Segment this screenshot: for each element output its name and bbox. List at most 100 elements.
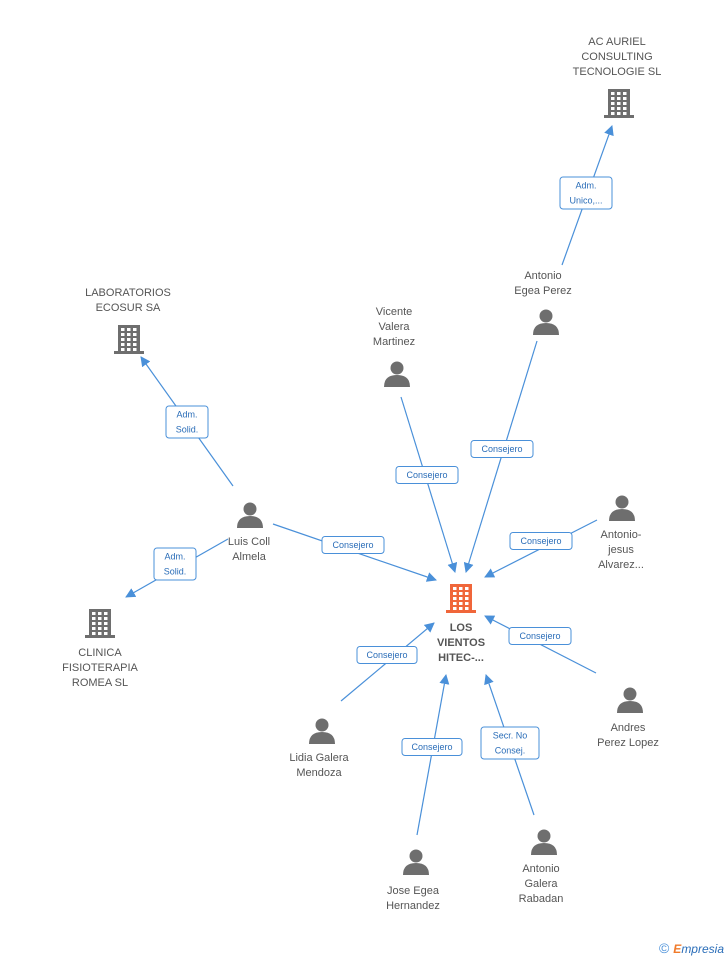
edge-vicente-to-los_vientos[interactable]: Consejero	[395, 396, 459, 573]
building-window	[453, 597, 457, 600]
node-label-line: Egea Perez	[514, 285, 571, 297]
building-window	[459, 602, 463, 605]
edge-label-text: Adm.	[176, 410, 197, 420]
copyright-icon: ©	[658, 940, 670, 956]
building-icon	[85, 609, 115, 638]
edge-label-box[interactable]	[559, 176, 613, 210]
node-label-line: LABORATORIOS	[85, 287, 171, 299]
building-window	[617, 112, 621, 115]
edge-antonio_egea-to-ac_auriel[interactable]: Adm. Unico,...	[559, 125, 614, 266]
building-window	[617, 102, 621, 105]
node-label-line: CLINICA	[78, 647, 122, 659]
edge-antonio_jesus-to-los_vientos[interactable]: Consejero	[484, 519, 598, 578]
person-body	[617, 701, 643, 713]
building-window	[623, 92, 627, 95]
edge-label-text: Solid.	[176, 425, 199, 435]
building-window	[98, 612, 102, 615]
edge-label-box[interactable]	[509, 532, 573, 550]
edge-label-text: Adm.	[575, 181, 596, 191]
person-icon	[237, 502, 263, 528]
edge-antonio_galera-to-los_vientos[interactable]: Secr. No Consej.	[480, 674, 540, 816]
node-label-line: Martinez	[373, 336, 415, 348]
building-window	[133, 338, 137, 341]
building-window	[453, 607, 457, 610]
edge-label-box[interactable]	[401, 738, 463, 756]
building-window	[611, 112, 615, 115]
person-body	[384, 375, 410, 387]
edge-label-box[interactable]	[356, 646, 418, 664]
building-window	[459, 592, 463, 595]
node-label-line: Valera	[379, 321, 411, 333]
building-window	[92, 617, 96, 620]
building-icon	[604, 89, 634, 118]
edge-label-box[interactable]	[480, 726, 540, 760]
node-label-line: LOS	[450, 622, 473, 634]
building-window	[104, 617, 108, 620]
person-head	[539, 309, 553, 323]
brand-name: mpresia	[681, 942, 724, 956]
empresia-watermark[interactable]: ©Empresia	[659, 940, 724, 956]
edge-label-text: Secr. No	[493, 731, 528, 741]
edge-luis_coll-to-los_vientos[interactable]: Consejero	[272, 523, 437, 582]
person-icon	[533, 309, 559, 335]
node-label-line: Hernandez	[386, 900, 440, 912]
node-label-line: Antonio	[522, 863, 559, 875]
edge-label-box[interactable]	[395, 466, 459, 484]
building-window	[98, 632, 102, 635]
building-window	[459, 607, 463, 610]
edge-lidia-to-los_vientos[interactable]: Consejero	[340, 622, 435, 702]
building-window	[104, 622, 108, 625]
edge-label-box[interactable]	[470, 440, 534, 458]
edge-jose_egea-to-los_vientos[interactable]: Consejero	[401, 674, 463, 836]
edge-antonio_egea-to-los_vientos[interactable]: Consejero	[463, 340, 538, 573]
node-label-line: Perez Lopez	[597, 737, 659, 749]
building-icon	[114, 325, 144, 354]
edge-label-text: Consej.	[495, 746, 526, 756]
edge-label-box[interactable]	[321, 536, 385, 554]
person-icon	[609, 495, 635, 521]
building-window	[611, 92, 615, 95]
person-head	[623, 687, 637, 701]
person-body	[609, 509, 635, 521]
person-node-antonio_jesus[interactable]: Antonio-jesusAlvarez...	[598, 495, 644, 572]
edge-label-text: Unico,...	[569, 196, 602, 206]
edge-luis_coll-to-laboratorios[interactable]: Adm. Solid.	[140, 356, 234, 487]
node-label-line: Jose Egea	[387, 885, 440, 897]
building-window	[459, 597, 463, 600]
edge-andres-to-los_vientos[interactable]: Consejero	[484, 615, 597, 674]
edge-label-box[interactable]	[508, 627, 572, 645]
edge-label-box[interactable]	[153, 547, 197, 581]
person-icon	[403, 849, 429, 875]
building-window	[611, 97, 615, 100]
node-label-line: VIENTOS	[437, 637, 485, 649]
company-node-los_vientos[interactable]: LOSVIENTOSHITEC-...	[437, 584, 485, 664]
node-label-line: Almela	[232, 551, 267, 563]
edge-label-text: Consejero	[332, 540, 373, 550]
node-label-line: ROMEA SL	[72, 677, 128, 689]
building-window	[453, 602, 457, 605]
building-window	[104, 632, 108, 635]
building-window	[127, 333, 131, 336]
building-window	[92, 627, 96, 630]
edge-label-box[interactable]	[165, 405, 209, 439]
building-window	[465, 592, 469, 595]
node-label-line: AC AURIEL	[588, 36, 645, 48]
edge-luis_coll-to-clinica[interactable]: Adm.Solid.	[125, 538, 229, 598]
person-head	[537, 829, 551, 843]
person-head	[315, 718, 329, 732]
node-label-line: Rabadan	[519, 893, 564, 905]
person-body	[403, 863, 429, 875]
building-window	[465, 587, 469, 590]
